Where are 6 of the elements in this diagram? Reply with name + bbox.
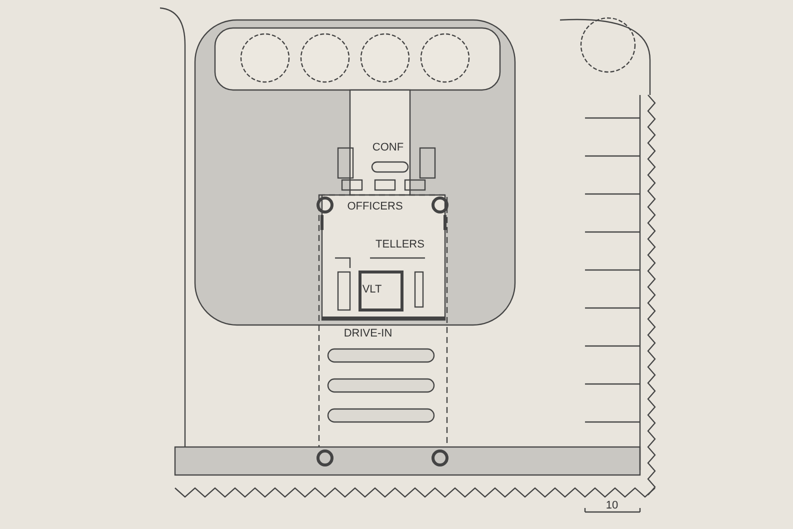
- room-label: OFFICERS: [347, 202, 403, 212]
- scale-label: 10: [606, 500, 618, 512]
- room-label: CONF: [372, 142, 404, 154]
- room-label: VLT: [362, 284, 382, 296]
- room-label: DRIVE-IN: [344, 328, 392, 340]
- room-label: TELLERS: [376, 240, 424, 250]
